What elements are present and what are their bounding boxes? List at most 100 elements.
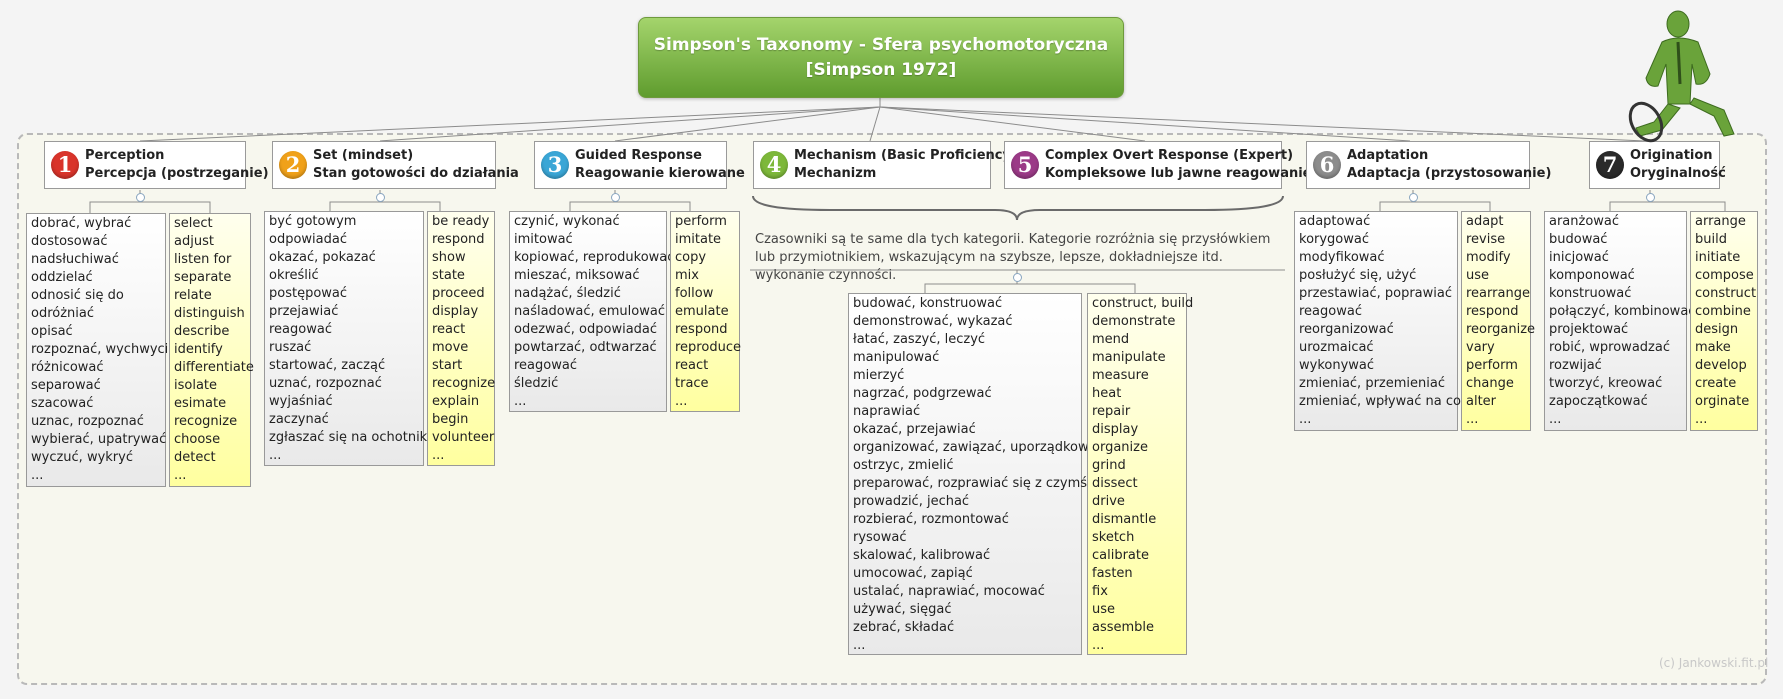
list-item: wybierać, upatrywać [31, 432, 167, 447]
list-item: aranżować [1549, 214, 1620, 229]
list-item: komponować [1549, 268, 1635, 283]
list-item: recognize [174, 414, 238, 429]
category-title-pl: Percepcja (postrzeganie) [85, 166, 269, 181]
list-item: begin [432, 412, 469, 427]
list-item: use [1092, 602, 1116, 617]
list-item: fasten [1092, 566, 1133, 581]
collapse-toggle[interactable] [376, 193, 385, 202]
list-item: make [1695, 340, 1731, 355]
list-item: nadsłuchiwać [31, 252, 119, 267]
list-item: zebrać, składać [853, 620, 955, 635]
list-item: wyjaśniać [269, 394, 333, 409]
list-item: assemble [1092, 620, 1155, 635]
list-item: state [432, 268, 465, 283]
list-item: listen for [174, 252, 232, 267]
tennis-player-logo [1628, 10, 1735, 143]
list-item: powtarzać, odtwarzać [514, 340, 657, 355]
list-item: trace [675, 376, 709, 391]
list-item: show [432, 250, 466, 265]
list-item: naprawiać [853, 404, 921, 419]
list-item: mieszać, miksować [514, 268, 640, 283]
list-item: combine [1695, 304, 1751, 319]
list-item: modify [1466, 250, 1511, 265]
category-title-en: Adaptation [1347, 148, 1429, 163]
collapse-toggle[interactable] [1646, 193, 1655, 202]
list-item: uznac, rozpoznać [31, 414, 144, 429]
list-item: zaczynać [269, 412, 329, 427]
list-item: umocować, zapiąć [853, 566, 973, 581]
list-item: arrange [1695, 214, 1746, 229]
collapse-toggle[interactable] [611, 193, 620, 202]
category-set[interactable]: 2 Set (mindset)Stan gotowości do działan… [272, 141, 519, 189]
list-item: differentiate [174, 360, 254, 375]
list-item: dissect [1092, 476, 1138, 491]
list-item: isolate [174, 378, 218, 393]
category-complex-overt-response[interactable]: 5 Complex Overt Response (Expert)Komplek… [1004, 141, 1312, 189]
list-item: describe [174, 324, 230, 339]
list-item: okazać, przejawiać [853, 422, 976, 437]
list-item: łatać, zaszyć, leczyć [853, 332, 986, 347]
list-item: opisać [31, 324, 73, 339]
list-item: nagrzać, podgrzewać [853, 386, 992, 401]
list-item: budować [1549, 232, 1608, 247]
collapse-toggle[interactable] [136, 193, 145, 202]
list-item: ... [31, 468, 44, 483]
list-item: okazać, pokazać [269, 250, 376, 265]
list-item: volunteer [432, 430, 495, 445]
list-item: odezwać, odpowiadać [514, 322, 658, 337]
list-item: inicjować [1549, 250, 1609, 265]
list-item: odróżniać [31, 306, 95, 321]
list-item: calibrate [1092, 548, 1149, 563]
category-mechanism[interactable]: 4 Mechanism (Basic Proficiency)Mechanizm [753, 141, 1017, 189]
list-item: rearrange [1466, 286, 1530, 301]
list-item: organize [1092, 440, 1148, 455]
list-item: manipulate [1092, 350, 1166, 365]
category-title-en: Set (mindset) [313, 148, 414, 163]
list-item: use [1466, 268, 1490, 283]
list-item: szacować [31, 396, 94, 411]
list-item: ... [514, 394, 527, 409]
list-item: rozwijać [1549, 358, 1602, 373]
list-item: ... [675, 394, 688, 409]
list-item: grind [1092, 458, 1126, 473]
list-item: ostrzyc, zmielić [853, 458, 954, 473]
list-item: adjust [174, 234, 214, 249]
list-item: korygować [1299, 232, 1370, 247]
collapse-toggle[interactable] [1409, 193, 1418, 202]
list-item: ... [269, 448, 282, 463]
list-item: reproduce [675, 340, 741, 355]
category-title-pl: Adaptacja (przystosowanie) [1347, 166, 1552, 181]
category-title-en: Guided Response [575, 148, 702, 163]
list-item: wykonywać [1299, 358, 1375, 373]
list-item: kopiować, reprodukować [514, 250, 675, 265]
list-item: imitate [675, 232, 722, 247]
list-item: budować, konstruować [853, 296, 1003, 311]
list-item: explain [432, 394, 480, 409]
list-item: fix [1092, 584, 1108, 599]
list-item: ... [432, 448, 445, 463]
list-item: dismantle [1092, 512, 1157, 527]
list-item: alter [1466, 394, 1497, 409]
collapse-toggle[interactable] [1013, 273, 1022, 282]
category-title-en: Complex Overt Response (Expert) [1045, 148, 1294, 163]
list-item: adaptować [1299, 214, 1371, 229]
list-item: postępować [269, 286, 348, 301]
list-item: esimate [174, 396, 227, 411]
root-topic[interactable]: Simpson's Taxonomy - Sfera psychomotoryc… [638, 17, 1124, 98]
